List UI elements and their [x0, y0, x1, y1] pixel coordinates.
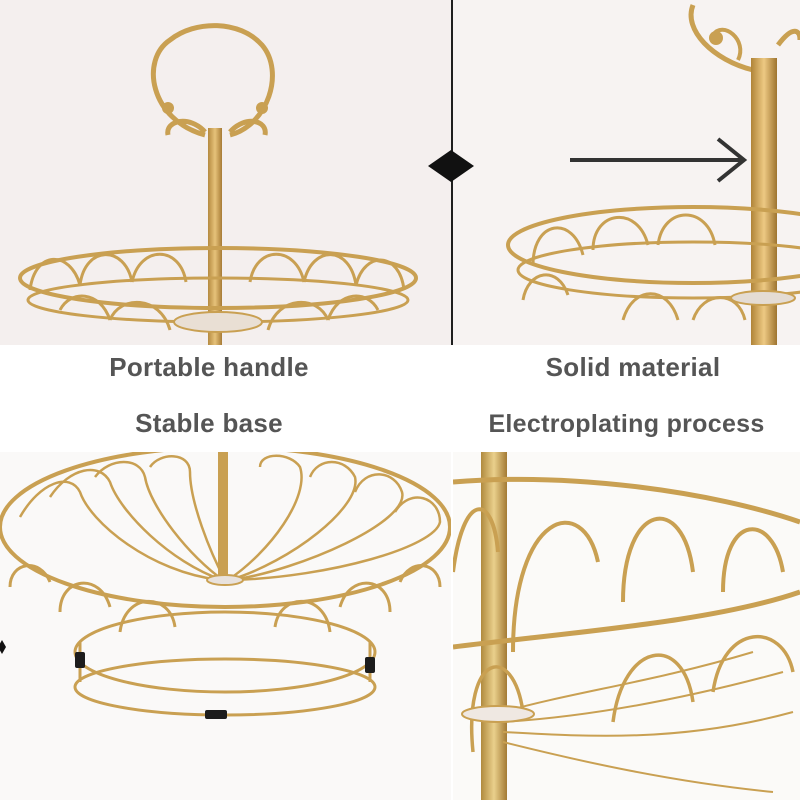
caption-portable-handle: Portable handle	[109, 352, 309, 382]
panel-divider	[451, 452, 453, 800]
product-photo-stem	[453, 0, 800, 345]
product-photo-closeup	[453, 452, 800, 800]
arrow-right-icon	[570, 137, 748, 183]
product-photo-base	[0, 452, 452, 800]
basket-closeup-illustration	[453, 452, 800, 800]
diamond-marker-icon	[0, 640, 6, 654]
basket-stem-illustration	[506, 4, 800, 345]
caption-stable-base: Stable base	[135, 408, 283, 438]
caption-electroplating-process: Electroplating process	[488, 410, 765, 438]
diamond-marker-icon	[428, 150, 474, 182]
basket-base-illustration	[0, 452, 452, 719]
product-photo-handle	[0, 0, 452, 345]
basket-handle-illustration	[18, 23, 418, 345]
caption-solid-material: Solid material	[545, 352, 721, 382]
